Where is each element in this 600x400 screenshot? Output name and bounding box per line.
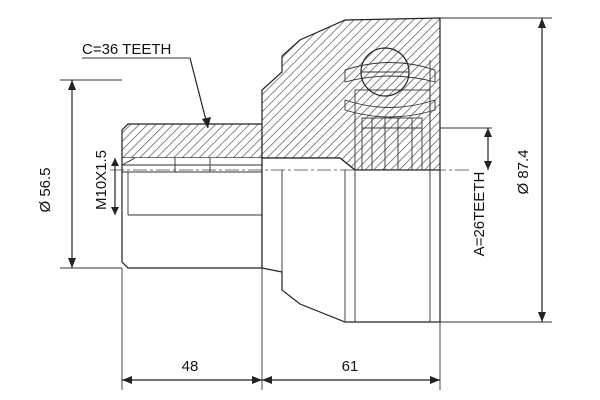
dim-dia-87-4: Ø 87.4 [440, 17, 552, 323]
dim-label-dia-left: Ø 56.5 [37, 167, 54, 212]
dim-label-spline-a: A=26TEETH [471, 172, 488, 257]
dim-label-dia-right: Ø 87.4 [515, 149, 532, 194]
bell-outline [261, 157, 441, 323]
dim-thread: M10X1.5 [93, 150, 119, 215]
stub-shaft [121, 123, 263, 269]
shaft-outline [121, 158, 263, 269]
bell-section-hatch [261, 17, 441, 171]
dim-label-length-48: 48 [182, 358, 199, 375]
dim-length-48: 48 [121, 268, 263, 390]
dim-spline-a: A=26TEETH [440, 127, 492, 257]
dim-label-thread: M10X1.5 [93, 150, 110, 210]
bell-housing [261, 17, 441, 323]
callout-spline-c: C=36 TEETH [82, 41, 211, 129]
dim-label-length-61: 61 [342, 358, 359, 375]
cage [344, 62, 436, 83]
dim-length-61: 61 [262, 322, 441, 390]
shaft-section-hatch [121, 123, 263, 159]
callout-label-c: C=36 TEETH [82, 41, 171, 58]
dim-dia-56-5: Ø 56.5 [37, 79, 122, 269]
